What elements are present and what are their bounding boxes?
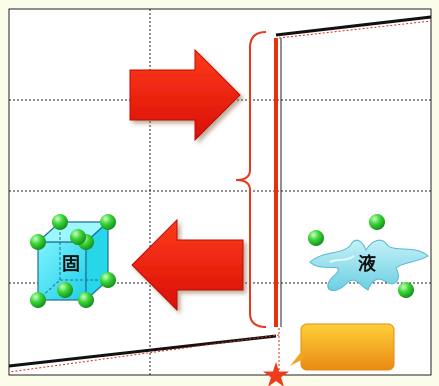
plot-frame [8,8,432,376]
crystal-lattice-icon [30,214,116,308]
callout-pointer [290,352,305,366]
liquid-label: 液 [358,254,376,275]
curly-bracket [235,31,267,328]
solid-label: 固 [62,254,80,275]
lower-curve-segment [8,334,277,368]
curve [8,15,432,375]
liquid-splash-icon [308,214,429,298]
callout-box [300,323,395,371]
star-icon [262,362,290,386]
left-arrow-icon [131,218,244,312]
extrapolation-line-lower [8,334,280,373]
extrapolation-line-upper [278,20,432,39]
right-arrow-icon [129,48,241,142]
plot-area [8,8,432,376]
upper-curve-segment [275,15,432,37]
